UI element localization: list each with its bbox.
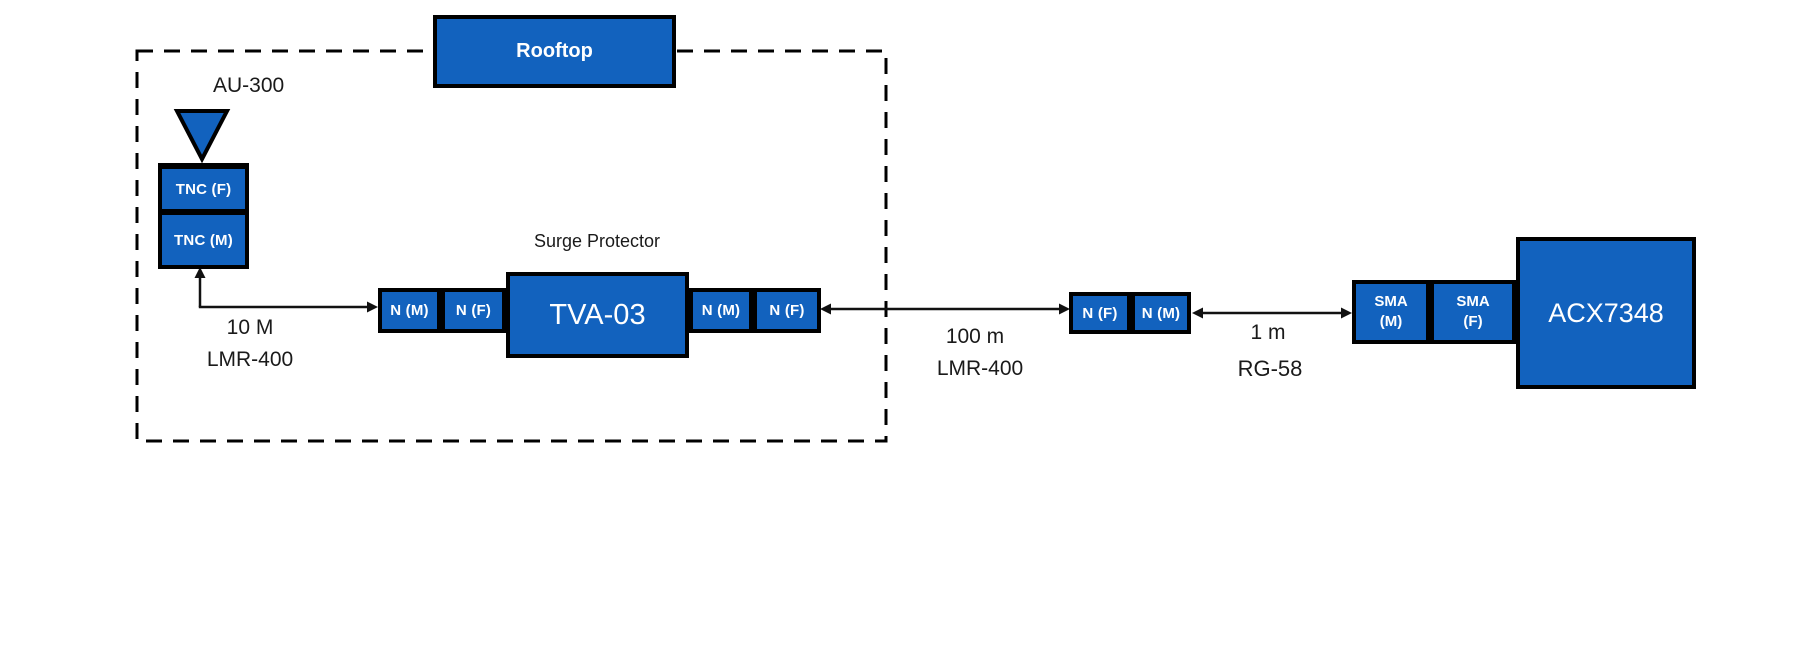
tnc-m-label: TNC (M) [174, 231, 233, 249]
surge-in-n-m-label: N (M) [390, 302, 429, 319]
rooftop-zone-label: Rooftop [516, 40, 593, 62]
cable-run-arrowhead-left [820, 303, 831, 315]
antenna-label: AU-300 [213, 74, 285, 97]
device-box: ACX7348 [1516, 237, 1696, 389]
mid-connector-n-m: N (M) [1131, 292, 1191, 334]
rooftop-zone-dashed-border [135, 49, 888, 443]
tnc-f-label: TNC (F) [175, 180, 232, 198]
sma-m-line1: SMA [1374, 292, 1408, 310]
rooftop-zone-box: Rooftop [433, 15, 676, 88]
cable-jumper-length-label: 1 m [1250, 321, 1286, 344]
surge-out-n-f-label: N (F) [769, 302, 805, 319]
antenna-connector-tnc-m: TNC (M) [158, 211, 249, 269]
sma-f-line2: (F) [1463, 313, 1483, 330]
sma-f-line1: SMA [1456, 292, 1490, 310]
mid-connector-n-f: N (F) [1069, 292, 1131, 334]
surge-out-connector-n-f: N (F) [753, 288, 821, 333]
device-connector-sma-f: SMA (F) [1430, 280, 1516, 344]
cable-run-type-label: LMR-400 [936, 357, 1024, 380]
surge-protector-box: TVA-03 [506, 272, 689, 358]
sma-m-line2: (M) [1379, 313, 1403, 330]
antenna-connector-tnc-f: TNC (F) [158, 163, 249, 213]
cable-run-arrowhead-right [1059, 303, 1070, 315]
device-connector-sma-m: SMA (M) [1352, 280, 1430, 344]
cable-jumper-type-label: RG-58 [1237, 356, 1303, 381]
surge-out-n-m-label: N (M) [701, 302, 741, 319]
cable-antenna-arrowhead-up [194, 267, 206, 278]
surge-protector-model-label: TVA-03 [549, 298, 646, 331]
surge-protector-title: Surge Protector [533, 231, 661, 251]
surge-out-connector-n-m: N (M) [689, 288, 753, 333]
cable-antenna-arrowhead-right [367, 301, 378, 313]
mid-n-m-label: N (M) [1141, 304, 1181, 322]
cable-run-length-label: 100 m [945, 325, 1005, 348]
device-model-label: ACX7348 [1548, 297, 1664, 328]
surge-in-connector-n-m: N (M) [378, 288, 441, 333]
sma-f-label: SMA (F) [1456, 292, 1489, 333]
mid-n-f-label: N (F) [1082, 304, 1118, 322]
cable-antenna-length-label: 10 M [226, 316, 274, 339]
cable-antenna-type-label: LMR-400 [206, 348, 294, 371]
surge-in-connector-n-f: N (F) [441, 288, 506, 333]
surge-in-n-f-label: N (F) [455, 302, 492, 319]
antenna-icon [173, 109, 231, 164]
sma-m-label: SMA (M) [1374, 292, 1407, 333]
cable-jumper-arrowhead-right [1341, 307, 1352, 319]
cable-jumper-arrowhead-left [1192, 307, 1203, 319]
